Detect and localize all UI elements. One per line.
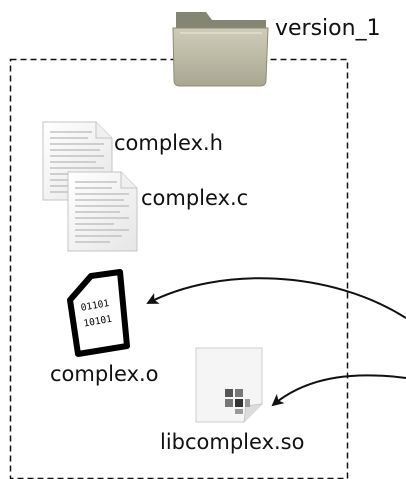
source-file-label: complex.c xyxy=(141,186,249,210)
binary-file-icon: 01101 10101 xyxy=(67,269,130,357)
arrow-to-library-file xyxy=(271,374,406,407)
object-file-label: complex.o xyxy=(50,362,159,386)
shared-library-icon xyxy=(195,347,263,423)
folder-label: version_1 xyxy=(275,16,381,41)
arrow-to-object-file xyxy=(146,277,406,319)
library-file-label: libcomplex.so xyxy=(160,430,305,454)
source-file-icon xyxy=(67,171,138,252)
header-file-label: complex.h xyxy=(114,131,223,155)
folder-icon xyxy=(172,12,269,87)
binary-text-line-2: 10101 xyxy=(83,314,113,330)
binary-text-line-1: 01101 xyxy=(80,298,110,314)
